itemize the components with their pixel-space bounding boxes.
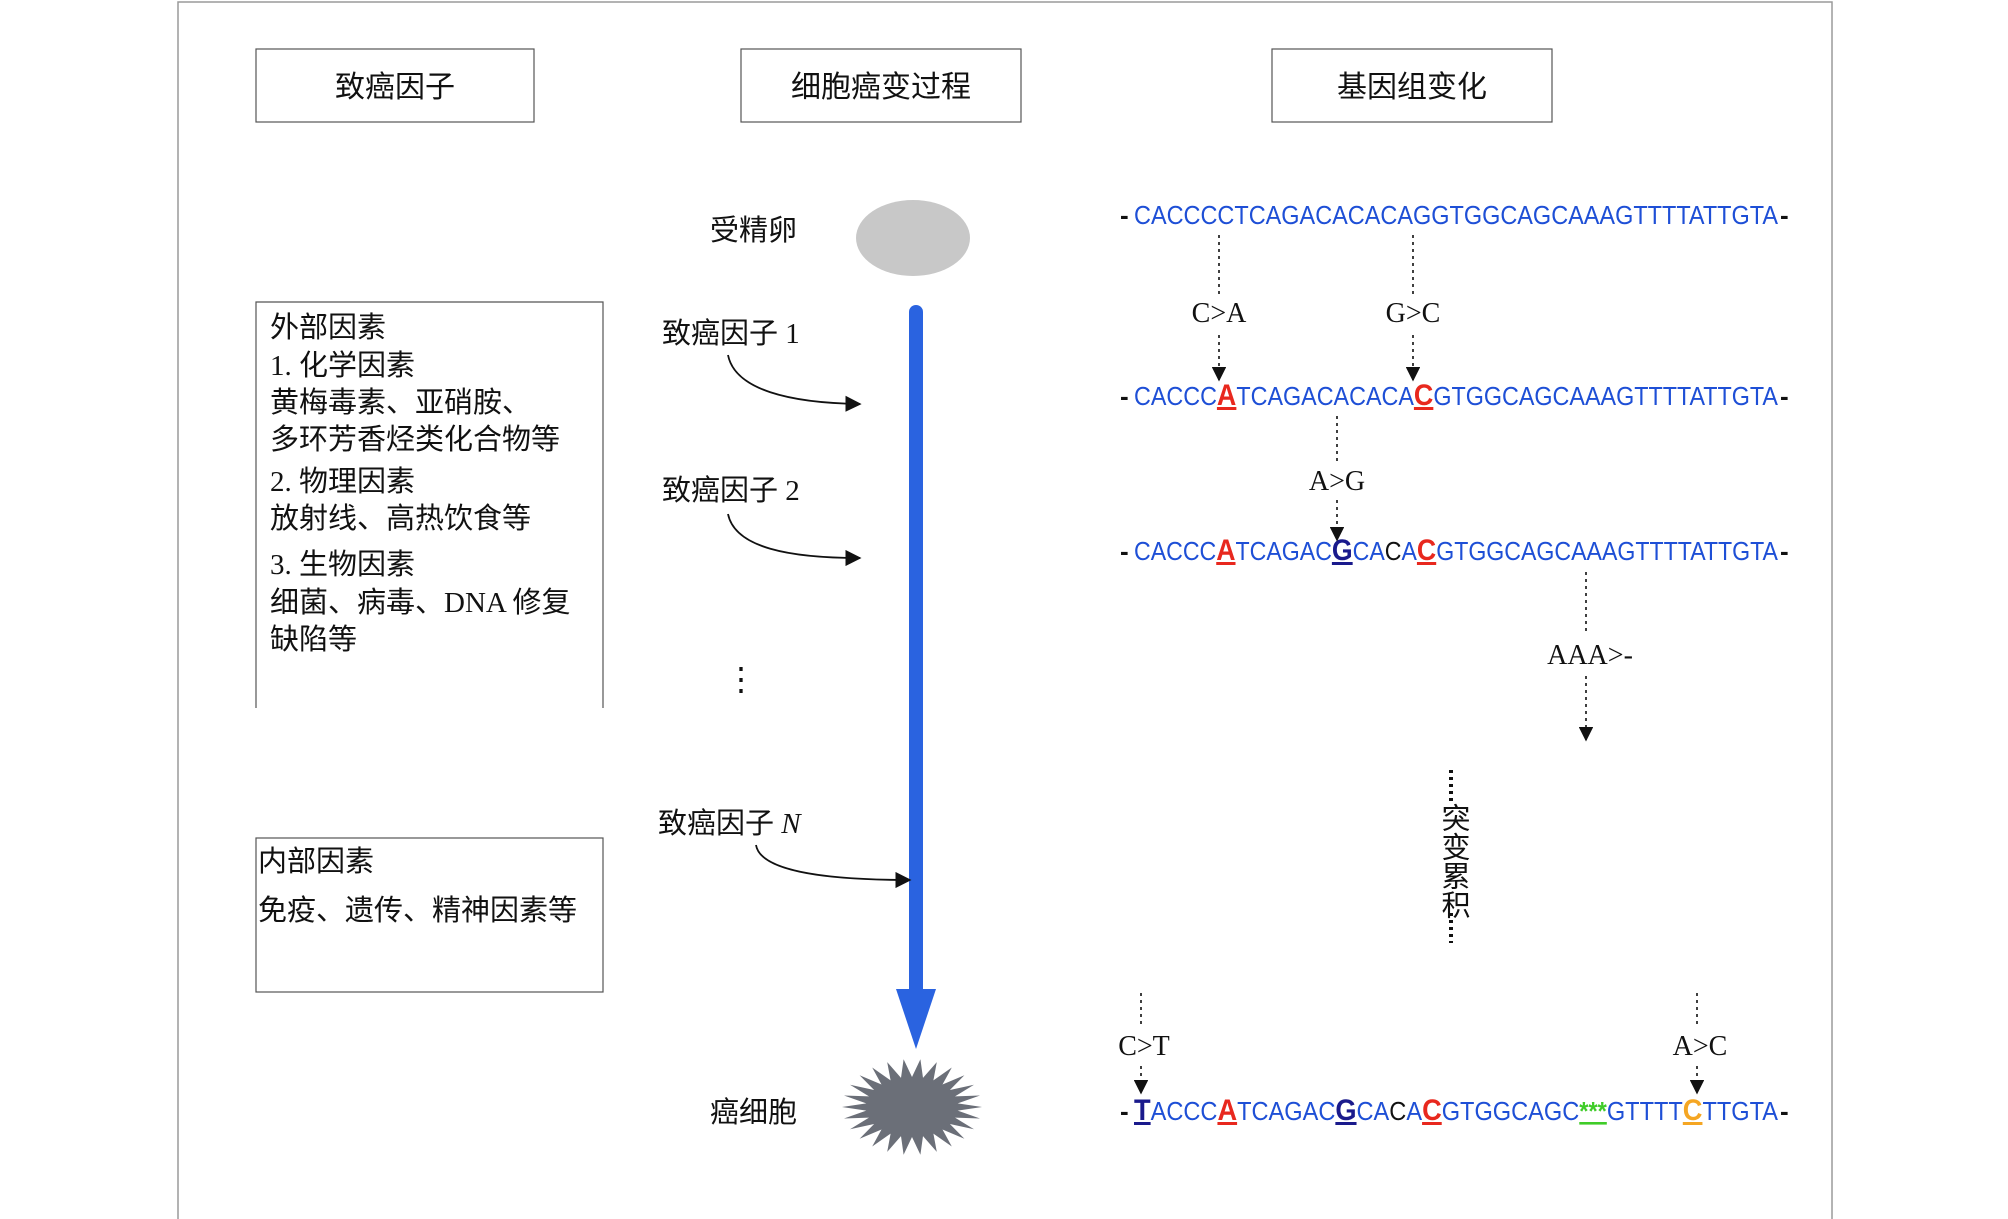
sequence-segment: C bbox=[1417, 534, 1436, 567]
mutation-aaa-deletion: AAA>- bbox=[1547, 572, 1633, 742]
factor-n-variable: N bbox=[780, 808, 802, 840]
mutation-aaa-deletion-label: AAA>- bbox=[1547, 640, 1633, 671]
sequence-segment: *** bbox=[1579, 1096, 1607, 1126]
zygote-label: 受精卵 bbox=[710, 214, 797, 247]
sequence-segment: CACCC bbox=[1134, 536, 1216, 566]
sequence-dash-left: - bbox=[1120, 200, 1129, 230]
outer-frame bbox=[177, 1, 1833, 1219]
internal-factors-box: 内部因素 免疫、遗传、精神因素等 bbox=[255, 837, 604, 993]
header-genome: 基因组变化 bbox=[1271, 48, 1553, 123]
sequence-segment: CA bbox=[1353, 536, 1386, 566]
sequence-segment: CACCCCTCAGACACACAGGTGGCAGCAAAGTTTTATTGTA bbox=[1134, 200, 1779, 230]
header-carcinogens: 致癌因子 bbox=[255, 48, 535, 123]
mutation-a-to-c: A>C bbox=[1673, 993, 1728, 1095]
factor-n-label: 致癌因子 N bbox=[658, 807, 802, 840]
cancer-cell-label: 癌细胞 bbox=[710, 1096, 797, 1129]
external-line-7: 缺陷等 bbox=[270, 623, 357, 656]
factor-n-prefix: 致癌因子 bbox=[658, 807, 781, 840]
sequence-dash-left: - bbox=[1120, 536, 1129, 566]
sequence-segment: CACCC bbox=[1134, 381, 1217, 411]
sequence-row-1: CACCCATCAGACACACACGTGGCAGCAAAGTTTTATTGTA bbox=[1134, 379, 1779, 412]
process-ellipsis: ⋮ bbox=[725, 661, 757, 697]
factor-2-arrow bbox=[727, 513, 862, 567]
sequence-segment: GTTTT bbox=[1607, 1096, 1683, 1126]
external-line-0: 1. 化学因素 bbox=[270, 349, 415, 382]
sequence-dash-left: - bbox=[1120, 1096, 1129, 1126]
sequence-row-0: CACCCCTCAGACACACAGGTGGCAGCAAAGTTTTATTGTA bbox=[1134, 200, 1779, 230]
cancer-cell-shape bbox=[842, 1059, 982, 1155]
factor-n-arrow bbox=[755, 844, 912, 889]
mutation-a-to-g-label: A>G bbox=[1309, 466, 1365, 497]
sequence-segment: A bbox=[1406, 1096, 1422, 1126]
external-line-2: 多环芳香烃类化合物等 bbox=[270, 423, 560, 456]
sequence-segment: C bbox=[1389, 1096, 1406, 1126]
mutation-g-to-c-label: G>C bbox=[1386, 298, 1441, 329]
factor-1-arrow bbox=[727, 354, 862, 412]
external-line-3: 2. 物理因素 bbox=[270, 465, 415, 498]
sequence-segment: C bbox=[1385, 536, 1402, 566]
sequence-dash-left: - bbox=[1120, 381, 1129, 411]
sequence-row-3: TACCCATCAGACGCACACGTGGCAGC***GTTTTCTTGTA bbox=[1134, 1094, 1779, 1127]
sequence-dash-right: - bbox=[1780, 381, 1789, 411]
sequence-dash-right: - bbox=[1780, 536, 1789, 566]
mutation-c-to-a-label: C>A bbox=[1192, 298, 1247, 329]
sequence-segment: TCAGACACACA bbox=[1236, 381, 1414, 411]
accumulation-label: 突变累积 bbox=[1437, 803, 1471, 919]
header-process: 细胞癌变过程 bbox=[740, 48, 1022, 123]
header-process-label: 细胞癌变过程 bbox=[791, 71, 971, 104]
sequence-segment: GTGGCAGC bbox=[1442, 1096, 1580, 1126]
sequence-rows: -CACCCCTCAGACACACAGGTGGCAGCAAAGTTTTATTGT… bbox=[1120, 200, 1789, 1127]
sequence-segment: A bbox=[1217, 1094, 1237, 1127]
mutation-a-to-c-label: A>C bbox=[1673, 1031, 1728, 1062]
external-line-1: 黄梅毒素、亚硝胺、 bbox=[270, 386, 531, 419]
mutation-c-to-t: C>T bbox=[1118, 993, 1170, 1095]
zygote-shape bbox=[856, 200, 970, 276]
mutation-c-to-a: C>A bbox=[1192, 235, 1247, 382]
mutation-g-to-c: G>C bbox=[1386, 235, 1441, 382]
mutation-accumulation: 突变累积 bbox=[1437, 770, 1471, 943]
external-line-5: 3. 生物因素 bbox=[270, 548, 415, 581]
sequence-segment: ACCC bbox=[1151, 1096, 1218, 1126]
internal-line-0: 免疫、遗传、精神因素等 bbox=[258, 894, 577, 927]
sequence-segment: C bbox=[1422, 1094, 1442, 1127]
sequence-dash-right: - bbox=[1780, 1096, 1789, 1126]
mutation-a-to-g: A>G bbox=[1309, 416, 1365, 542]
sequence-segment: TCAGAC bbox=[1237, 1096, 1335, 1126]
sequence-segment: G bbox=[1335, 1094, 1356, 1127]
sequence-segment: A bbox=[1402, 536, 1418, 566]
sequence-segment: TTGTA bbox=[1702, 1096, 1778, 1126]
internal-factors-title: 内部因素 bbox=[258, 845, 374, 878]
sequence-segment: A bbox=[1216, 534, 1235, 567]
sequence-segment: C bbox=[1414, 379, 1433, 412]
sequence-segment: A bbox=[1217, 379, 1236, 412]
main-process-arrowhead bbox=[896, 989, 936, 1049]
external-factors-box: 外部因素 1. 化学因素 黄梅毒素、亚硝胺、 多环芳香烃类化合物等 2. 物理因… bbox=[255, 301, 604, 708]
mutation-c-to-t-label: C>T bbox=[1118, 1031, 1170, 1062]
header-genome-label: 基因组变化 bbox=[1337, 71, 1487, 104]
factor-2-label: 致癌因子 2 bbox=[662, 474, 800, 507]
sequence-dash-right: - bbox=[1780, 200, 1789, 230]
sequence-segment: GTGGCAGCAAAGTTTTATTGTA bbox=[1433, 381, 1778, 411]
external-factors-title: 外部因素 bbox=[270, 311, 386, 344]
sequence-segment: TCAGAC bbox=[1236, 536, 1332, 566]
external-line-4: 放射线、高热饮食等 bbox=[270, 502, 531, 535]
sequence-segment: GTGGCAGCAAAGTTTTATTGTA bbox=[1436, 536, 1778, 566]
external-line-6: 细菌、病毒、DNA 修复 bbox=[270, 586, 570, 619]
sequence-segment: T bbox=[1134, 1094, 1151, 1127]
sequence-row-2: CACCCATCAGACGCACACGTGGCAGCAAAGTTTTATTGTA bbox=[1134, 534, 1779, 567]
factor-1-label: 致癌因子 1 bbox=[662, 317, 800, 350]
sequence-segment: CA bbox=[1357, 1096, 1390, 1126]
sequence-segment: G bbox=[1332, 534, 1353, 567]
header-carcinogens-label: 致癌因子 bbox=[335, 71, 455, 104]
sequence-segment: C bbox=[1683, 1094, 1703, 1127]
